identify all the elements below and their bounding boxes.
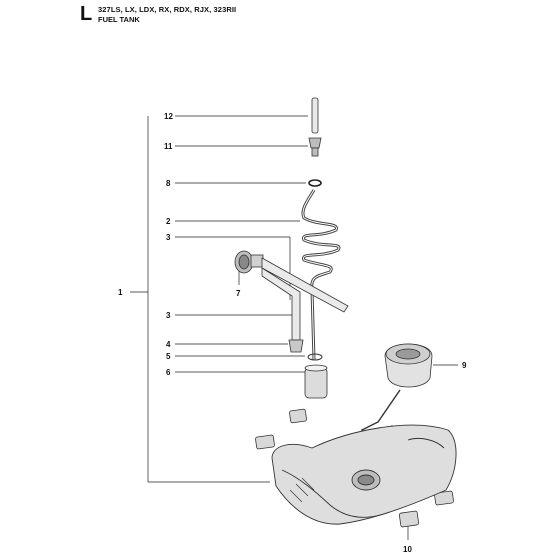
part-8-ring	[308, 179, 322, 187]
callout-labels: 12 11 8 2 3 7 1 3 4 5 6 9 10	[118, 112, 467, 554]
callout-7: 7	[236, 289, 241, 298]
part-11-fitting	[308, 137, 322, 157]
part-12-pipe	[311, 97, 319, 134]
callout-9: 9	[462, 361, 467, 370]
section-title: FUEL TANK	[98, 15, 140, 24]
bracket-lines	[130, 116, 270, 483]
part-5-clip	[307, 353, 323, 361]
callout-4: 4	[166, 340, 171, 349]
part-3-hoses	[261, 257, 349, 341]
callout-1: 1	[118, 288, 123, 297]
callout-2: 2	[166, 217, 171, 226]
part-9-fuel-cap	[360, 343, 433, 441]
section-letter: L	[80, 3, 93, 25]
callout-6: 6	[166, 368, 171, 377]
model-list: 327LS, LX, LDX, RX, RDX, RJX, 323RII	[98, 5, 237, 14]
callout-3-lower: 3	[166, 311, 171, 320]
part-7-primer	[234, 250, 264, 274]
part-6-filter	[304, 364, 328, 399]
part-4-grommet	[288, 339, 304, 353]
callout-10: 10	[403, 545, 412, 554]
callout-5: 5	[166, 352, 171, 361]
callout-12: 12	[164, 112, 173, 121]
part-10-mounts	[255, 408, 454, 528]
callout-11: 11	[164, 142, 173, 151]
fuel-tank-body	[271, 424, 457, 525]
callout-3-upper: 3	[166, 233, 171, 242]
callout-8: 8	[166, 179, 171, 188]
